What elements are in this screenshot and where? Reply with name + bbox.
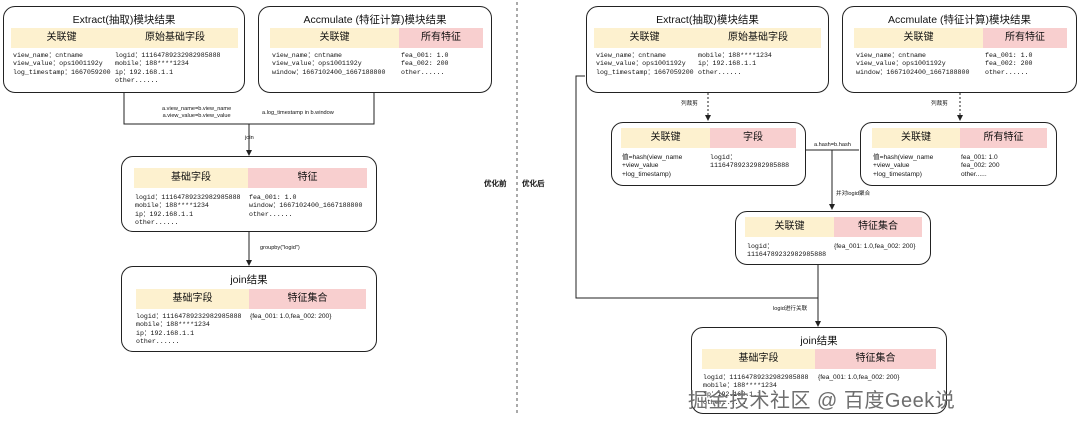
right-trim-label-left: 列裁剪 [681,101,698,107]
left-extract-fields: logid：11164789232982985888 mobile：188***… [115,52,221,84]
right-result-base: logid：11164789232982985888 mobile：188***… [703,374,809,406]
right-accumulate-header-key: 关联键 [854,28,983,48]
left-result-header-base: 基础字段 [136,289,249,309]
right-hash-join-label: a.hash=b.hash [814,142,851,148]
left-accumulate-box: Accmulate (特征计算)模块结果 关联键 所有特征 view_name：… [258,6,492,93]
left-middle-feature: fea_001: 1.0 window：1667102400_166718880… [249,194,363,218]
left-result-base: logid：11164789232982985888 mobile：188***… [136,313,242,345]
right-feature-set-header-key: 关联键 [745,217,834,237]
watermark: 掘金技术社区 @ 百度Geek说 [688,390,956,412]
right-result-box: join结果 基础字段 特征集合 logid：11164789232982985… [691,327,947,414]
right-hash-right-key: 值=hash(view_name +view_value +log_timest… [873,154,934,178]
right-hash-left-header-key: 关联键 [621,128,710,148]
right-extract-keys: view_name：cntname view_value：ops1001192y… [596,52,694,76]
right-feature-set-box: 关联键 特征集合 logid： 11164789232982985888 {fe… [735,211,931,265]
right-merge-label: 并对logid聚合 [836,191,871,197]
right-accumulate-keys: view_name：cntname view_value：ops1001192y… [856,52,970,76]
left-accumulate-keys: view_name：cntname view_value：ops1001192y… [272,52,386,76]
left-accumulate-header-features: 所有特征 [399,28,483,48]
left-accumulate-header-key: 关联键 [270,28,399,48]
right-extract-header-key: 关联键 [594,28,695,48]
left-result-box: join结果 基础字段 特征集合 logid：11164789232982985… [121,266,377,352]
left-result-set: {fea_001: 1.0,fea_002: 200} [250,313,332,320]
left-middle-base: logid：11164789232982985888 mobile：188***… [135,194,241,226]
right-result-title: join结果 [800,335,838,347]
right-hash-left-box: 关联键 字段 值=hash(view_name +view_value +log… [611,122,806,186]
right-hash-left-header-field: 字段 [710,128,796,148]
left-middle-header-feature: 特征 [248,168,367,188]
left-extract-header-fields: 原始基础字段 [112,28,238,48]
right-feature-set-key: logid： 11164789232982985888 [747,243,827,259]
right-extract-title: Extract(抽取)模块结果 [656,14,759,26]
right-logid-join-label: logid进行关联 [773,306,808,312]
left-accumulate-features: fea_001: 1.0 fea_002: 200 other...... [401,52,449,76]
left-accumulate-title: Accmulate (特征计算)模块结果 [303,14,447,26]
right-result-set: {fea_001: 1.0,fea_002: 200} [818,374,900,381]
left-extract-keys: view_name：cntname view_value：ops1001192y… [13,52,111,76]
left-join-condition-2: a.log_timestamp in b.window [262,110,334,116]
left-result-header-set: 特征集合 [249,289,366,309]
right-trim-label-right: 列裁剪 [931,101,948,107]
right-hash-right-header-features: 所有特征 [960,128,1047,148]
left-groupby-label: groupby("logid") [260,245,300,251]
left-middle-box: 基础字段 特征 logid：11164789232982985888 mobil… [121,156,377,232]
left-extract-title: Extract(抽取)模块结果 [72,14,176,26]
right-accumulate-header-features: 所有特征 [983,28,1067,48]
right-feature-set-value: {fea_001: 1.0,fea_002: 200} [834,243,916,250]
right-accumulate-title: Accmulate (特征计算)模块结果 [888,14,1031,26]
right-accumulate-features: fea_001: 1.0 fea_002: 200 other...... [985,52,1033,76]
right-result-header-set: 特征集合 [815,349,936,369]
left-result-title: join结果 [230,274,268,286]
right-extract-box: Extract(抽取)模块结果 关联键 原始基础字段 view_name：cnt… [586,6,829,93]
right-hash-left-field: logid： 11164789232982985888 [710,154,790,170]
connector-extract-bypass [575,75,818,299]
right-extract-fields: mobile：188****1234 ip：192.168.1.1 other.… [698,52,772,76]
right-accumulate-box: Accmulate (特征计算)模块结果 关联键 所有特征 view_name：… [842,6,1077,93]
right-extract-header-fields: 原始基础字段 [695,28,821,48]
right-hash-right-box: 关联键 所有特征 值=hash(view_name +view_value +l… [860,122,1057,186]
right-hash-right-header-key: 关联键 [872,128,960,148]
label-after: 优化后 [522,179,545,188]
left-extract-box: Extract(抽取)模块结果 关联键 原始基础字段 view_name：cnt… [3,6,245,93]
left-extract-header-key: 关联键 [11,28,112,48]
right-hash-right-features: fea_001: 1.0 fea_002: 200 other...... [961,154,1000,178]
right-feature-set-header-set: 特征集合 [834,217,922,237]
label-before: 优化前 [484,179,507,188]
right-hash-left-key: 值=hash(view_name +view_value +log_timest… [622,154,683,178]
right-result-header-base: 基础字段 [702,349,815,369]
left-join-label: join [245,135,254,141]
left-join-condition-1: a.view_name=b.view_name a.view_value=b.v… [162,106,232,119]
left-middle-header-base: 基础字段 [134,168,248,188]
